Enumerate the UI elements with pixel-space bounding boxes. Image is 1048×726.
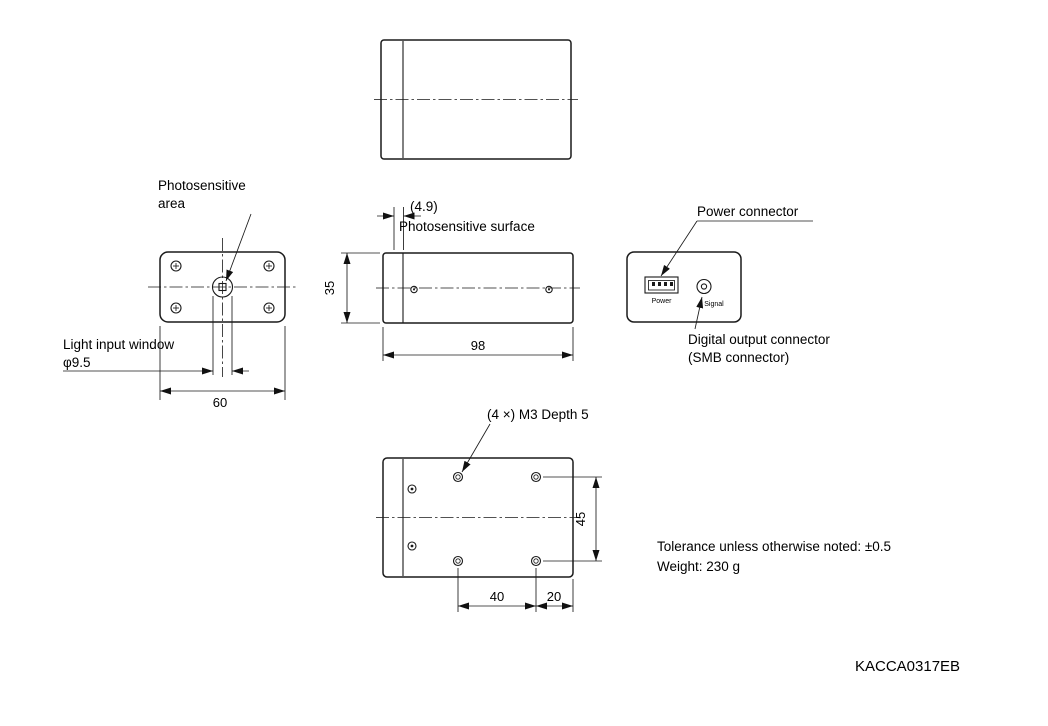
power-port-label: Power (652, 298, 673, 305)
rear-view-body (626, 251, 742, 323)
flange-hole (407, 484, 417, 494)
photosensitive-area-callout: area (158, 196, 186, 211)
side-view-annotations: (4.9) Photosensitive surface 35 98 (322, 199, 574, 361)
digital-output-callout: Digital output connector (688, 332, 830, 347)
usb-power-port (644, 276, 679, 294)
corner-screw-icon (170, 302, 182, 314)
photosensitive-surface-label: Photosensitive surface (399, 219, 535, 234)
smb-signal-port (696, 278, 712, 295)
side-view (376, 252, 580, 324)
photosensitive-area-leader (225, 213, 252, 282)
power-connector-leader (660, 220, 698, 277)
m3-hole (530, 471, 542, 483)
height-dimension: 35 (322, 281, 337, 295)
flange-hole (407, 541, 417, 551)
light-input-diameter-label: φ9.5 (63, 355, 91, 370)
power-connector-callout: Power connector (697, 204, 799, 219)
m3-leader (461, 423, 491, 473)
length-dimension: 98 (471, 338, 485, 353)
offset-dimension: (4.9) (410, 199, 438, 214)
edge-offset-dimension: 20 (547, 589, 561, 604)
weight-note: Weight: 230 g (657, 559, 740, 574)
front-view (148, 238, 298, 377)
digital-output-leader (694, 296, 704, 330)
bottom-view (376, 457, 580, 578)
notes: Tolerance unless otherwise noted: ±0.5 W… (657, 539, 891, 574)
m3-hole (452, 471, 464, 483)
photosensitive-area-callout: Photosensitive (158, 178, 246, 193)
hole-spacing-dimension: 40 (490, 589, 504, 604)
rear-view-annotations: Power connector Digital output connector… (660, 204, 830, 365)
signal-port-label: Signal (704, 301, 724, 308)
side-screw-hole (545, 285, 553, 294)
tolerance-note: Tolerance unless otherwise noted: ±0.5 (657, 539, 891, 554)
m3-hole (452, 555, 464, 567)
m3-hole (530, 555, 542, 567)
top-view (374, 39, 578, 160)
rear-view: Power Signal (626, 251, 742, 323)
corner-screw-icon (170, 260, 182, 272)
corner-screw-icon (263, 302, 275, 314)
width-dimension: 60 (213, 395, 227, 410)
side-screw-hole (410, 285, 418, 294)
m3-screw-note: (4 ×) M3 Depth 5 (487, 407, 589, 422)
light-input-window-label: Light input window (63, 337, 174, 352)
digital-output-callout: (SMB connector) (688, 350, 789, 365)
hole-height-dimension: 45 (573, 512, 588, 526)
corner-screw-icon (263, 260, 275, 272)
document-number: KACCA0317EB (855, 658, 960, 675)
front-view-annotations: Photosensitive area Light input window φ… (63, 178, 286, 410)
bottom-view-annotations: (4 ×) M3 Depth 5 45 40 20 (457, 407, 602, 612)
